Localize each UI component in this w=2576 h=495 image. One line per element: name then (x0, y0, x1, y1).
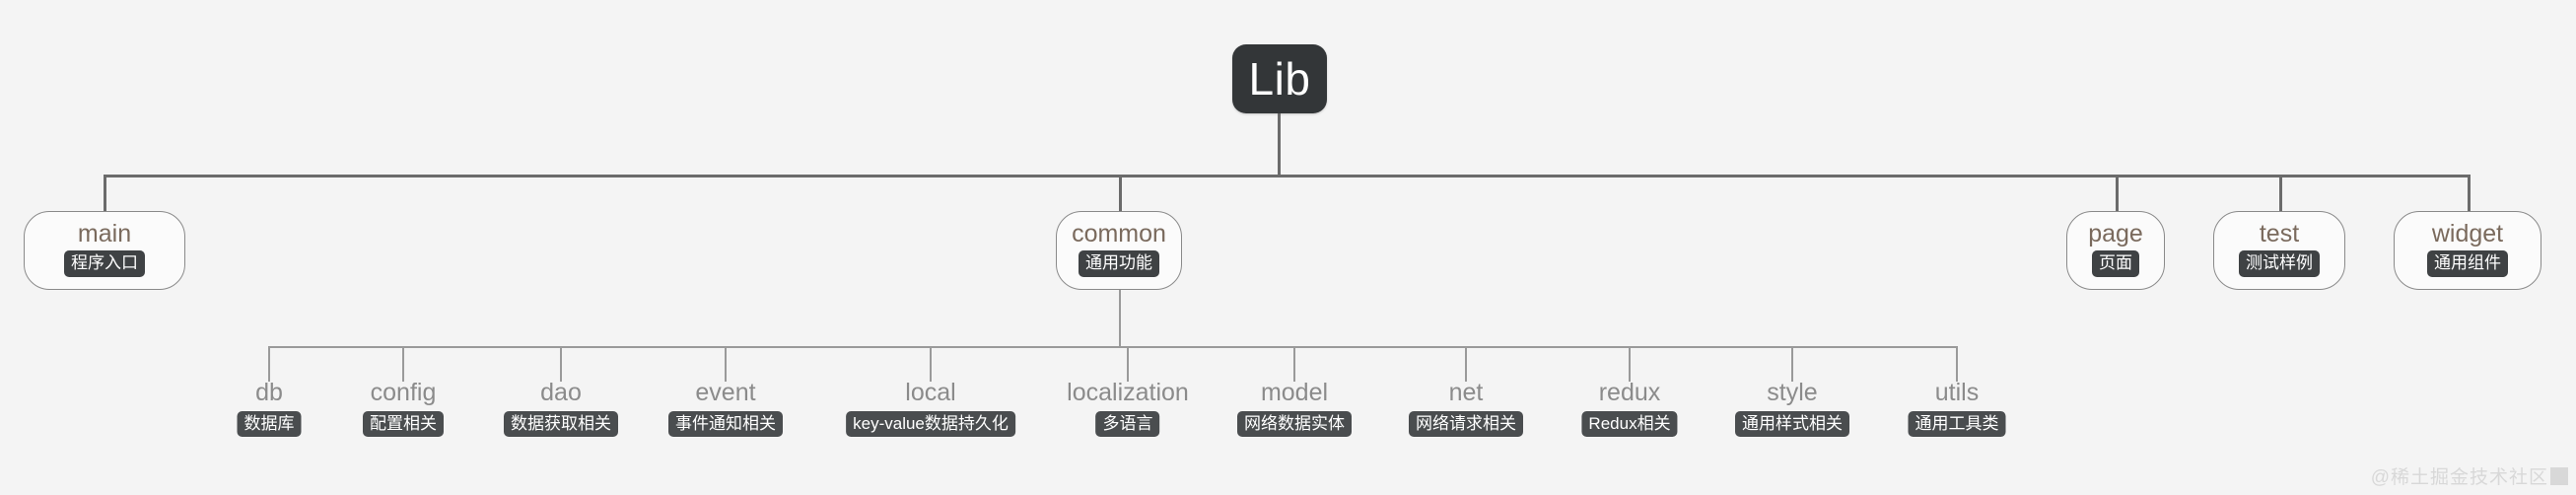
leaf-model[interactable]: model 网络数据实体 (1237, 379, 1352, 437)
leaf-net[interactable]: net 网络请求相关 (1409, 379, 1523, 437)
drop-line-utils (1956, 346, 1958, 382)
leaf-dao-badge: 数据获取相关 (504, 410, 618, 437)
drop-line-event (725, 346, 727, 382)
node-widget[interactable]: widget 通用组件 (2394, 211, 2541, 290)
leaf-style-badge: 通用样式相关 (1735, 410, 1849, 437)
leaf-event-badge: 事件通知相关 (668, 410, 783, 437)
watermark-logo-icon (2550, 467, 2568, 485)
leaf-model-title: model (1260, 379, 1329, 406)
leaf-config-badge: 配置相关 (363, 410, 444, 437)
leaf-event[interactable]: event 事件通知相关 (668, 379, 783, 437)
leaf-db-title: db (255, 379, 283, 406)
node-common-title: common (1072, 220, 1166, 248)
leaf-utils[interactable]: utils 通用工具类 (1908, 379, 2006, 437)
common-stem-line (1119, 290, 1121, 347)
node-main[interactable]: main 程序入口 (24, 211, 185, 290)
drop-line-style (1791, 346, 1793, 382)
leaf-redux-title: redux (1598, 379, 1661, 406)
watermark: @稀土掘金技术社区 (2371, 462, 2568, 489)
leaf-dao-title: dao (540, 379, 582, 406)
node-test-title: test (2259, 220, 2300, 248)
node-test-badge: 测试样例 (2239, 250, 2320, 277)
drop-line-redux (1629, 346, 1631, 382)
node-widget-badge: 通用组件 (2427, 250, 2508, 277)
root-node-label: Lib (1248, 53, 1311, 105)
drop-line-config (402, 346, 404, 382)
drop-line-model (1293, 346, 1295, 382)
leaf-dao[interactable]: dao 数据获取相关 (504, 379, 618, 437)
leaf-local[interactable]: local key-value数据持久化 (846, 379, 1015, 437)
leaf-localization[interactable]: localization 多语言 (1067, 379, 1189, 437)
leaf-redux[interactable]: redux Redux相关 (1581, 379, 1678, 437)
drop-line-db (268, 346, 270, 382)
drop-line-main (104, 175, 106, 214)
root-stem-line (1278, 113, 1281, 177)
drop-line-localization (1127, 346, 1129, 382)
leaf-net-title: net (1448, 379, 1484, 406)
leaf-local-title: local (905, 379, 956, 406)
node-common[interactable]: common 通用功能 (1056, 211, 1182, 290)
node-main-badge: 程序入口 (64, 250, 145, 277)
leaf-event-title: event (695, 379, 756, 406)
leaf-local-badge: key-value数据持久化 (846, 410, 1015, 437)
node-page-title: page (2088, 220, 2143, 248)
drop-line-dao (560, 346, 562, 382)
leaf-db[interactable]: db 数据库 (237, 379, 302, 437)
leaf-config-title: config (370, 379, 437, 406)
node-test[interactable]: test 测试样例 (2213, 211, 2345, 290)
drop-line-page (2116, 175, 2119, 214)
node-page[interactable]: page 页面 (2066, 211, 2165, 290)
drop-line-widget (2468, 175, 2471, 214)
leaf-utils-title: utils (1934, 379, 1980, 406)
drop-line-local (930, 346, 932, 382)
drop-line-common (1119, 175, 1122, 214)
leaf-utils-badge: 通用工具类 (1908, 410, 2006, 437)
level1-bus-line (104, 175, 2470, 177)
node-page-badge: 页面 (2092, 250, 2139, 277)
leaf-localization-title: localization (1067, 379, 1189, 406)
drop-line-net (1465, 346, 1467, 382)
leaf-redux-badge: Redux相关 (1581, 410, 1678, 437)
leaf-model-badge: 网络数据实体 (1237, 410, 1352, 437)
leaf-style-title: style (1767, 379, 1818, 406)
leaf-style[interactable]: style 通用样式相关 (1735, 379, 1849, 437)
leaf-net-badge: 网络请求相关 (1409, 410, 1523, 437)
node-main-title: main (77, 220, 132, 248)
root-node-lib[interactable]: Lib (1232, 44, 1327, 113)
leaf-localization-badge: 多语言 (1095, 410, 1160, 437)
node-common-badge: 通用功能 (1079, 250, 1159, 277)
leaf-db-badge: 数据库 (237, 410, 302, 437)
level2-bus-line (268, 346, 1957, 348)
drop-line-test (2279, 175, 2282, 214)
node-widget-title: widget (2431, 220, 2504, 248)
watermark-text: @稀土掘金技术社区 (2370, 467, 2548, 488)
leaf-config[interactable]: config 配置相关 (363, 379, 444, 437)
